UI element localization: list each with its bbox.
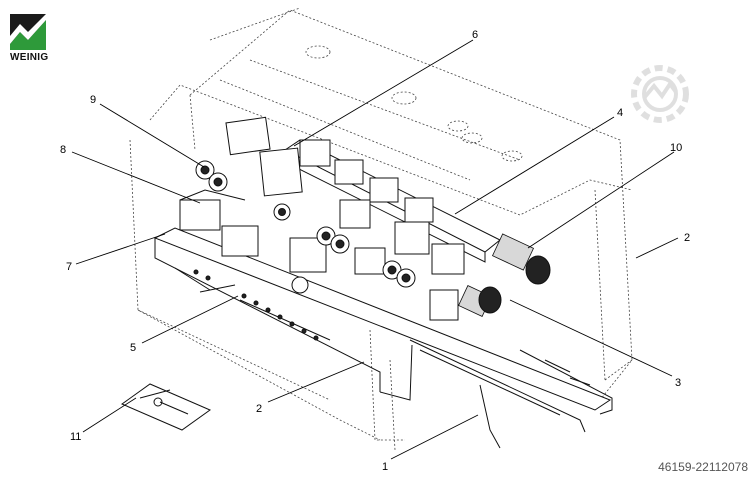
- leader-6: [293, 39, 474, 147]
- callout-1: 1: [382, 461, 388, 473]
- enclosure-outline: [129, 7, 633, 451]
- bed-bolt-holes: [193, 269, 319, 341]
- callout-11: 11: [70, 431, 81, 443]
- leader-11: [82, 397, 137, 433]
- leader-lines: [71, 39, 679, 460]
- callout-9: 9: [90, 94, 96, 106]
- leader-7: [75, 233, 166, 265]
- callout-3: 3: [675, 377, 681, 389]
- leader-4: [454, 116, 615, 215]
- leader-10: [527, 151, 675, 249]
- reference-id: 46159-22112078: [658, 460, 748, 474]
- callout-labels: 1 2 2 3 4 5 6 7 8 9 10 11: [60, 29, 690, 473]
- weinig-logo-mark-icon: [10, 14, 46, 50]
- weinig-logo-text: WEINIG: [10, 52, 49, 63]
- leader-9: [99, 103, 205, 168]
- callout-8: 8: [60, 144, 66, 156]
- callout-2-right: 2: [684, 232, 690, 244]
- leader-8: [71, 151, 201, 204]
- callout-4: 4: [617, 107, 623, 119]
- leader-2-bottom: [267, 361, 365, 403]
- callout-7: 7: [66, 261, 72, 273]
- feed-rollers: [195, 160, 416, 294]
- gear-wrench-watermark-icon: [631, 65, 689, 123]
- leader-3: [509, 299, 673, 377]
- machine-bed: [153, 227, 613, 449]
- leader-1: [390, 414, 479, 460]
- callout-2-bottom: 2: [256, 403, 262, 415]
- accessory-bag: [120, 383, 212, 431]
- leader-2-right: [635, 237, 679, 259]
- spindle-units: [179, 116, 465, 321]
- drive-motors: [458, 233, 551, 317]
- callout-6: 6: [472, 29, 478, 41]
- leader-5: [141, 295, 239, 344]
- callout-5: 5: [130, 342, 136, 354]
- callout-10: 10: [670, 142, 682, 154]
- weinig-logo: WEINIG: [10, 14, 52, 63]
